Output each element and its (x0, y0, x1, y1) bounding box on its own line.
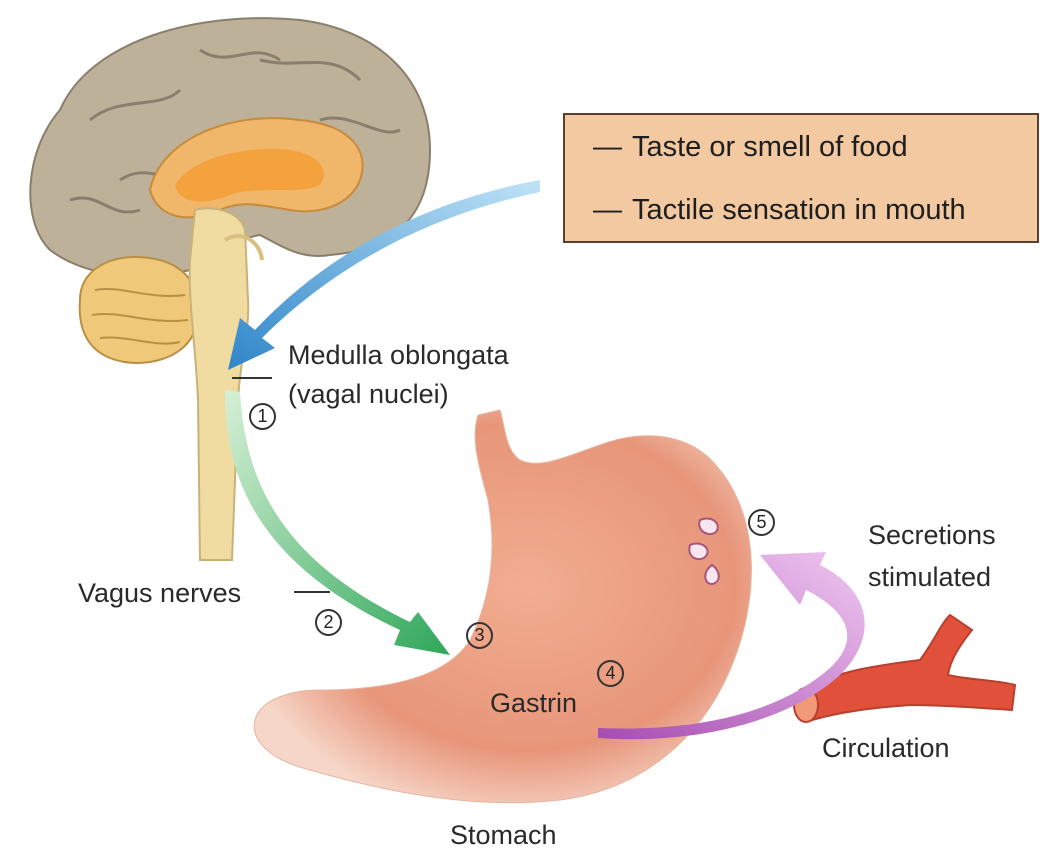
medulla-label: Medulla oblongata (288, 338, 509, 372)
stomach-label: Stomach (450, 818, 557, 852)
brain-illustration (30, 18, 430, 560)
blood-vessel-illustration (794, 615, 1015, 722)
brainstem (190, 208, 249, 560)
stimulus-box: —Taste or smell of food —Tactile sensati… (563, 113, 1039, 243)
step-marker-2: 2 (315, 609, 342, 636)
stimulus-taste-smell: —Taste or smell of food (593, 129, 908, 165)
dash-icon: — (593, 194, 622, 226)
dash-icon: — (593, 131, 622, 163)
step-marker-1: 1 (249, 403, 276, 430)
stimulus-tactile: —Tactile sensation in mouth (593, 192, 966, 228)
secretions-label: Secretions (868, 518, 996, 552)
cerebellum (80, 257, 199, 363)
step-marker-4: 4 (597, 660, 624, 687)
step-marker-3: 3 (466, 622, 493, 649)
vagal-nuclei-label: (vagal nuclei) (288, 377, 449, 411)
stomach-illustration (254, 410, 751, 803)
vagus-nerves-label: Vagus nerves (78, 576, 241, 610)
circulation-label: Circulation (822, 731, 950, 765)
gastrin-label: Gastrin (490, 686, 577, 720)
step-marker-5: 5 (748, 509, 775, 536)
stimulated-label: stimulated (868, 560, 991, 594)
